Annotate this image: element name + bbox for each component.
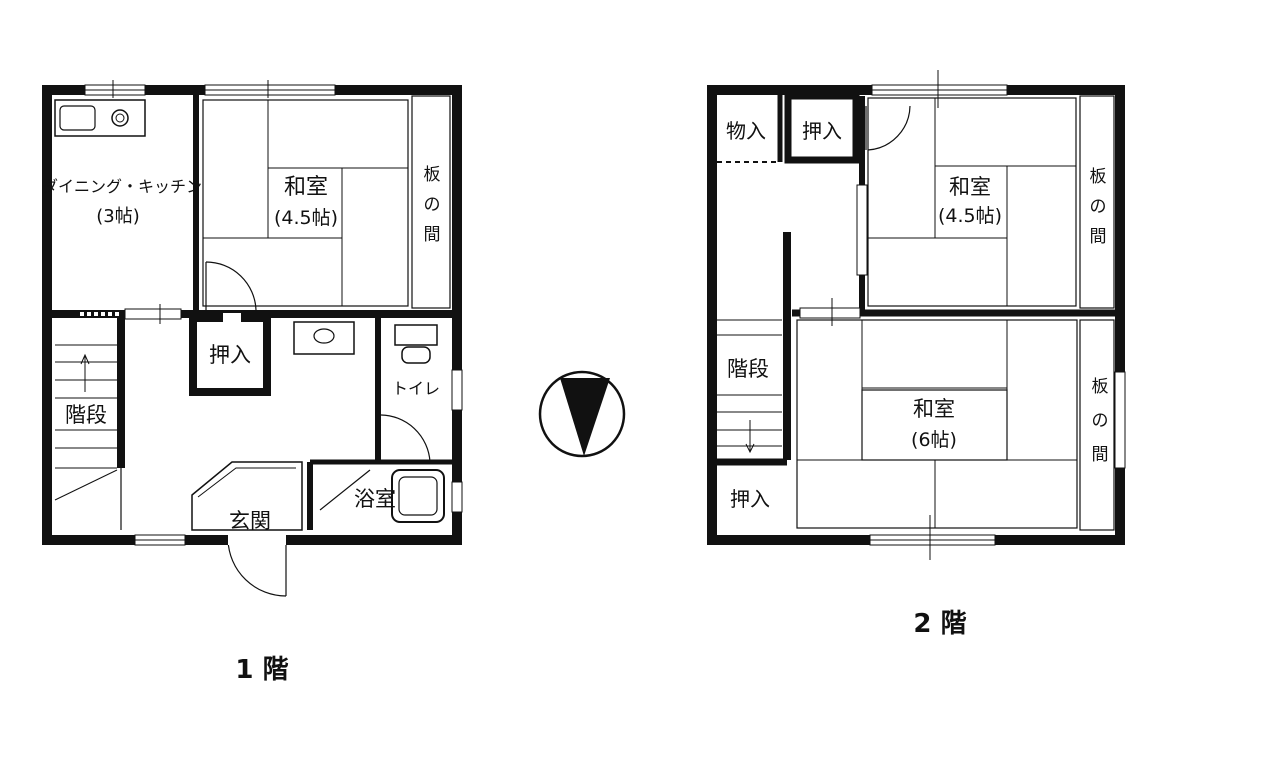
floor2-itanoma-b <box>1079 319 1115 531</box>
floor1-toilet-label: トイレ <box>392 379 440 398</box>
floor2-stairs <box>717 319 782 454</box>
floor2-itanoma-a-1: 板 <box>1090 167 1107 187</box>
floor1-entrance-step <box>191 461 303 531</box>
floor1-dining-kitchen-name: ダイニング・キッチン <box>42 177 202 196</box>
stove-icon <box>111 109 129 127</box>
floor2-washitsu-b-name: 和室 <box>913 397 955 421</box>
floor1-washitsu-name: 和室 <box>284 175 328 200</box>
bathtub-icon <box>391 469 445 523</box>
floor2-washitsu-a-tatami <box>867 97 1077 307</box>
floor2-oshiire-bottom-label: 押入 <box>730 487 770 511</box>
floor2-itanoma-a-3: 間 <box>1090 227 1107 247</box>
north-arrow-icon <box>538 370 626 458</box>
floor1-bath-label: 浴室 <box>354 487 396 511</box>
floor1-itanoma-1: 板 <box>424 165 441 185</box>
floor2-oshiire-top <box>784 92 860 164</box>
floor1-washitsu-tatami <box>202 99 409 307</box>
floor2-itanoma-b-2: の <box>1092 411 1109 431</box>
floor2-plan: 物入 押入 和室 (4.5帖) 板 の 間 階段 和室 (6帖) 板 の 間 押… <box>707 70 1126 639</box>
floor2-stairs-label: 階段 <box>727 357 769 381</box>
floor2-caption: 2 階 <box>913 609 966 639</box>
floor2-itanoma-a <box>1079 95 1115 309</box>
washbasin-icon <box>293 321 355 355</box>
floor1-washitsu-door <box>205 261 257 311</box>
floor2-itanoma-b-3: 間 <box>1092 445 1109 465</box>
floor1-caption: 1 階 <box>235 655 288 685</box>
floor1-oshiire-label: 押入 <box>209 343 251 367</box>
floor2-washitsu-b-tatami <box>796 319 1078 529</box>
floor1-entrance-label: 玄関 <box>229 509 271 533</box>
floor1-stairs-label: 階段 <box>65 403 107 427</box>
sink-icon <box>54 99 146 137</box>
floor2-washitsu-b-size: (6帖) <box>911 429 957 451</box>
toilet-icon <box>394 324 438 346</box>
floor1-entrance-door <box>227 539 287 597</box>
floor2-washitsu-a-size: (4.5帖) <box>938 205 1002 227</box>
floor2-monoire-label: 物入 <box>726 119 766 143</box>
floor1-plan: ダイニング・キッチン (3帖) 和室 (4.5帖) 板 の 間 押入 トイレ 階… <box>42 80 463 685</box>
floor1-itanoma-3: 間 <box>424 225 441 245</box>
floor1-itanoma <box>411 95 451 309</box>
floor2-oshiire-top-label: 押入 <box>802 119 842 143</box>
floor1-stairs <box>54 344 118 501</box>
floor1-washitsu-size: (4.5帖) <box>274 207 338 229</box>
floor2-washitsu-a-name: 和室 <box>949 175 991 199</box>
floor1-dining-kitchen-size: (3帖) <box>96 206 140 227</box>
floor1-itanoma-2: の <box>424 195 441 215</box>
floor2-itanoma-b-1: 板 <box>1092 377 1109 397</box>
floor2-itanoma-a-2: の <box>1090 197 1107 217</box>
